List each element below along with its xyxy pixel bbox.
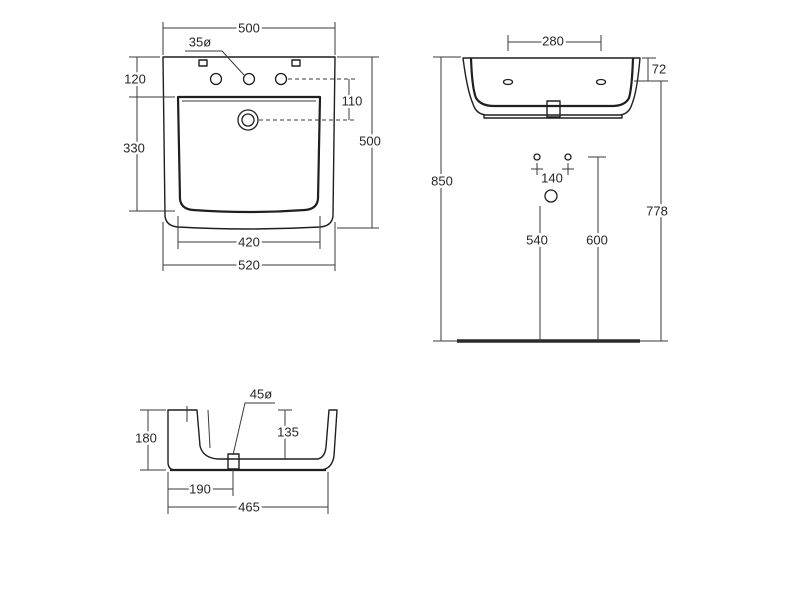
dim-rim-height-label: 72 [652,62,666,77]
supply-marker-left [531,163,543,175]
waste-point [544,189,558,203]
side-view: 180 45ø 135 190 465 [133,384,338,517]
dim-tap-to-drain-label: 110 [342,94,363,109]
dim-waste-offset-label: 190 [189,482,211,497]
supply-marker-right [562,163,574,175]
dim-bowl-height-label: 135 [277,425,299,440]
dim-supply-spacing-label: 140 [541,171,563,186]
dim-tap-spacing-label: 280 [542,34,564,49]
front-drain-outlet [546,100,561,118]
plan-drain-inner [241,113,255,127]
dim-bowl-depth-label: 330 [123,141,145,156]
supply-point-right [564,153,572,161]
side-inner-wall-line [207,409,211,449]
front-overflow-right [595,78,607,86]
dim-overall-width-label: 520 [238,258,260,273]
dim-waste-diameter-label: 45ø [250,387,272,402]
plan-outer-outline [162,56,336,230]
dim-rear-depth-label: 120 [124,72,146,87]
dim-overall-depth-label: 500 [359,134,381,149]
side-outer-outline [167,409,338,471]
dim-waste-diameter-leader [232,402,275,456]
tap-hole-center [242,72,256,86]
dim-top-width-label: 500 [238,21,260,36]
front-view: 280 72 850 778 140 540 600 [429,31,670,343]
dim-tap-hole-label: 35ø [189,35,211,50]
dim-overall-height-label: 180 [135,431,157,446]
dim-overall-projection-label: 465 [238,500,260,515]
side-drain-outlet [227,453,240,470]
dim-supply-height-label: 600 [586,233,608,248]
tap-hole-left [209,72,223,86]
overflow-slot-left [198,59,208,67]
supply-point-left [533,153,541,161]
front-outer-outline [462,57,641,116]
tap-hole-right [274,72,288,86]
plan-bowl-outline [176,95,322,214]
dim-rim-to-floor-label: 778 [646,204,668,219]
overflow-slot-right [291,59,301,67]
plan-view: 500 35ø 120 330 110 500 420 520 [121,18,384,275]
dim-tap-hole-leader [185,50,245,76]
dim-waste-height-label: 540 [526,233,548,248]
front-base-line [483,115,623,119]
dim-mounting-height-label: 850 [431,174,453,189]
front-overflow-left [502,78,514,86]
dim-bowl-width-label: 420 [238,235,260,250]
front-inner-outline [469,57,635,108]
